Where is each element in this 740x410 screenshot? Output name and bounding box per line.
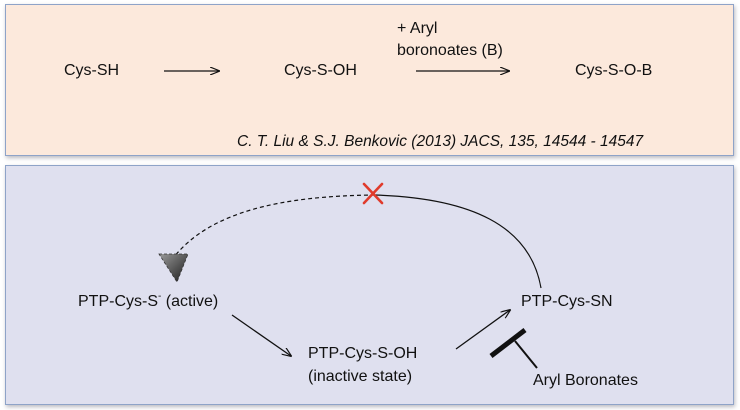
ptp-inactive-label-line2: (inactive state) <box>308 368 413 385</box>
reaction-scheme-panel <box>5 4 734 156</box>
intermediate-cys-s-oh: Cys-S-OH <box>284 62 357 79</box>
inhibitor-label: Aryl Boronates <box>533 372 638 389</box>
thiolate-charge: - <box>158 290 162 302</box>
ptp-sn-label: PTP-Cys-SN <box>521 293 613 310</box>
ptp-active-text: PTP-Cys-S <box>78 293 158 310</box>
ptp-inactive-label-line1: PTP-Cys-S-OH <box>308 345 418 362</box>
reagent-label-line1: + Aryl <box>397 20 438 37</box>
active-state-text: (active) <box>161 293 219 310</box>
citation-text: C. T. Liu & S.J. Benkovic (2013) JACS, 1… <box>237 133 644 150</box>
reagent-label-line2: boronoates (B) <box>397 42 503 59</box>
reactant-cys-sh: Cys-SH <box>64 62 120 79</box>
product-cys-s-o-b: Cys-S-O-B <box>575 62 653 79</box>
ptp-active-label: PTP-Cys-S- (active) <box>78 290 219 312</box>
